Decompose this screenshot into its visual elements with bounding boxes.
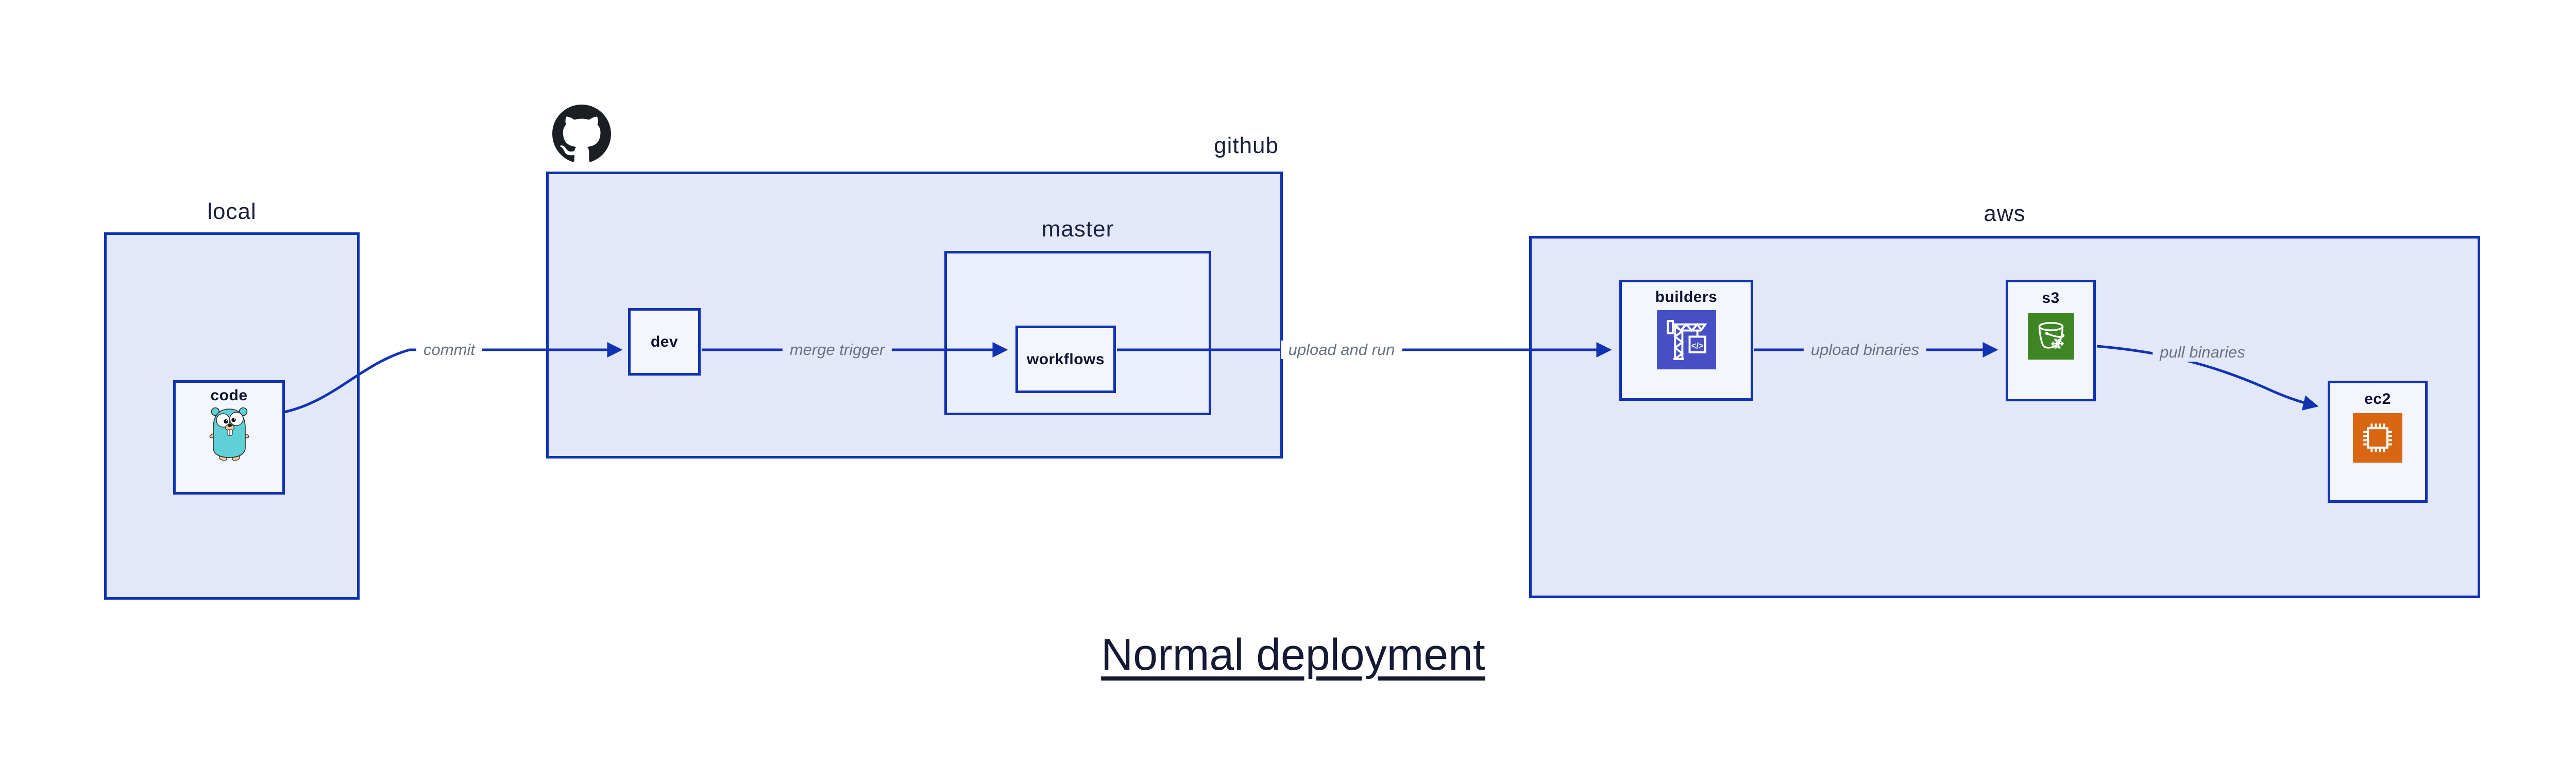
go-gopher-icon [209, 407, 249, 461]
group-aws [1529, 236, 2480, 598]
node-label-s3: s3 [2042, 290, 2060, 307]
codebuild-code-glyph: </> [1691, 341, 1704, 350]
node-dev: dev [628, 308, 701, 376]
node-code: code [173, 380, 285, 495]
node-s3: s3 [2006, 280, 2096, 401]
diagram-title: Normal deployment [1101, 630, 1485, 680]
edge-commit-arrow [283, 342, 623, 414]
github-octocat-icon [552, 105, 611, 162]
group-label-local: local [207, 199, 257, 224]
group-label-master: master [1041, 216, 1114, 242]
edge-label-upload-binaries: upload binaries [1803, 341, 1927, 359]
edge-label-commit: commit [416, 341, 482, 359]
node-label-dev: dev [650, 333, 679, 350]
group-label-aws: aws [1984, 201, 2026, 226]
aws-codebuild-icon: </> [1656, 310, 1716, 369]
node-workflows: workflows [1015, 326, 1116, 393]
edge-pull-binaries-arrow [2096, 345, 2319, 411]
edge-label-pull-binaries: pull binaries [2153, 343, 2252, 362]
aws-ec2-icon [2353, 413, 2402, 463]
node-label-ec2: ec2 [2364, 390, 2391, 408]
node-builders: builders </> [1619, 280, 1753, 401]
aws-s3-glacier-icon [2027, 313, 2074, 360]
edge-label-merge-trigger: merge trigger [782, 341, 892, 359]
edge-label-upload-and-run: upload and run [1281, 341, 1402, 359]
group-label-github: github [1214, 133, 1279, 158]
node-label-code: code [210, 387, 248, 404]
node-label-builders: builders [1655, 288, 1718, 305]
node-label-workflows: workflows [1026, 350, 1105, 368]
node-ec2: ec2 [2328, 381, 2428, 503]
